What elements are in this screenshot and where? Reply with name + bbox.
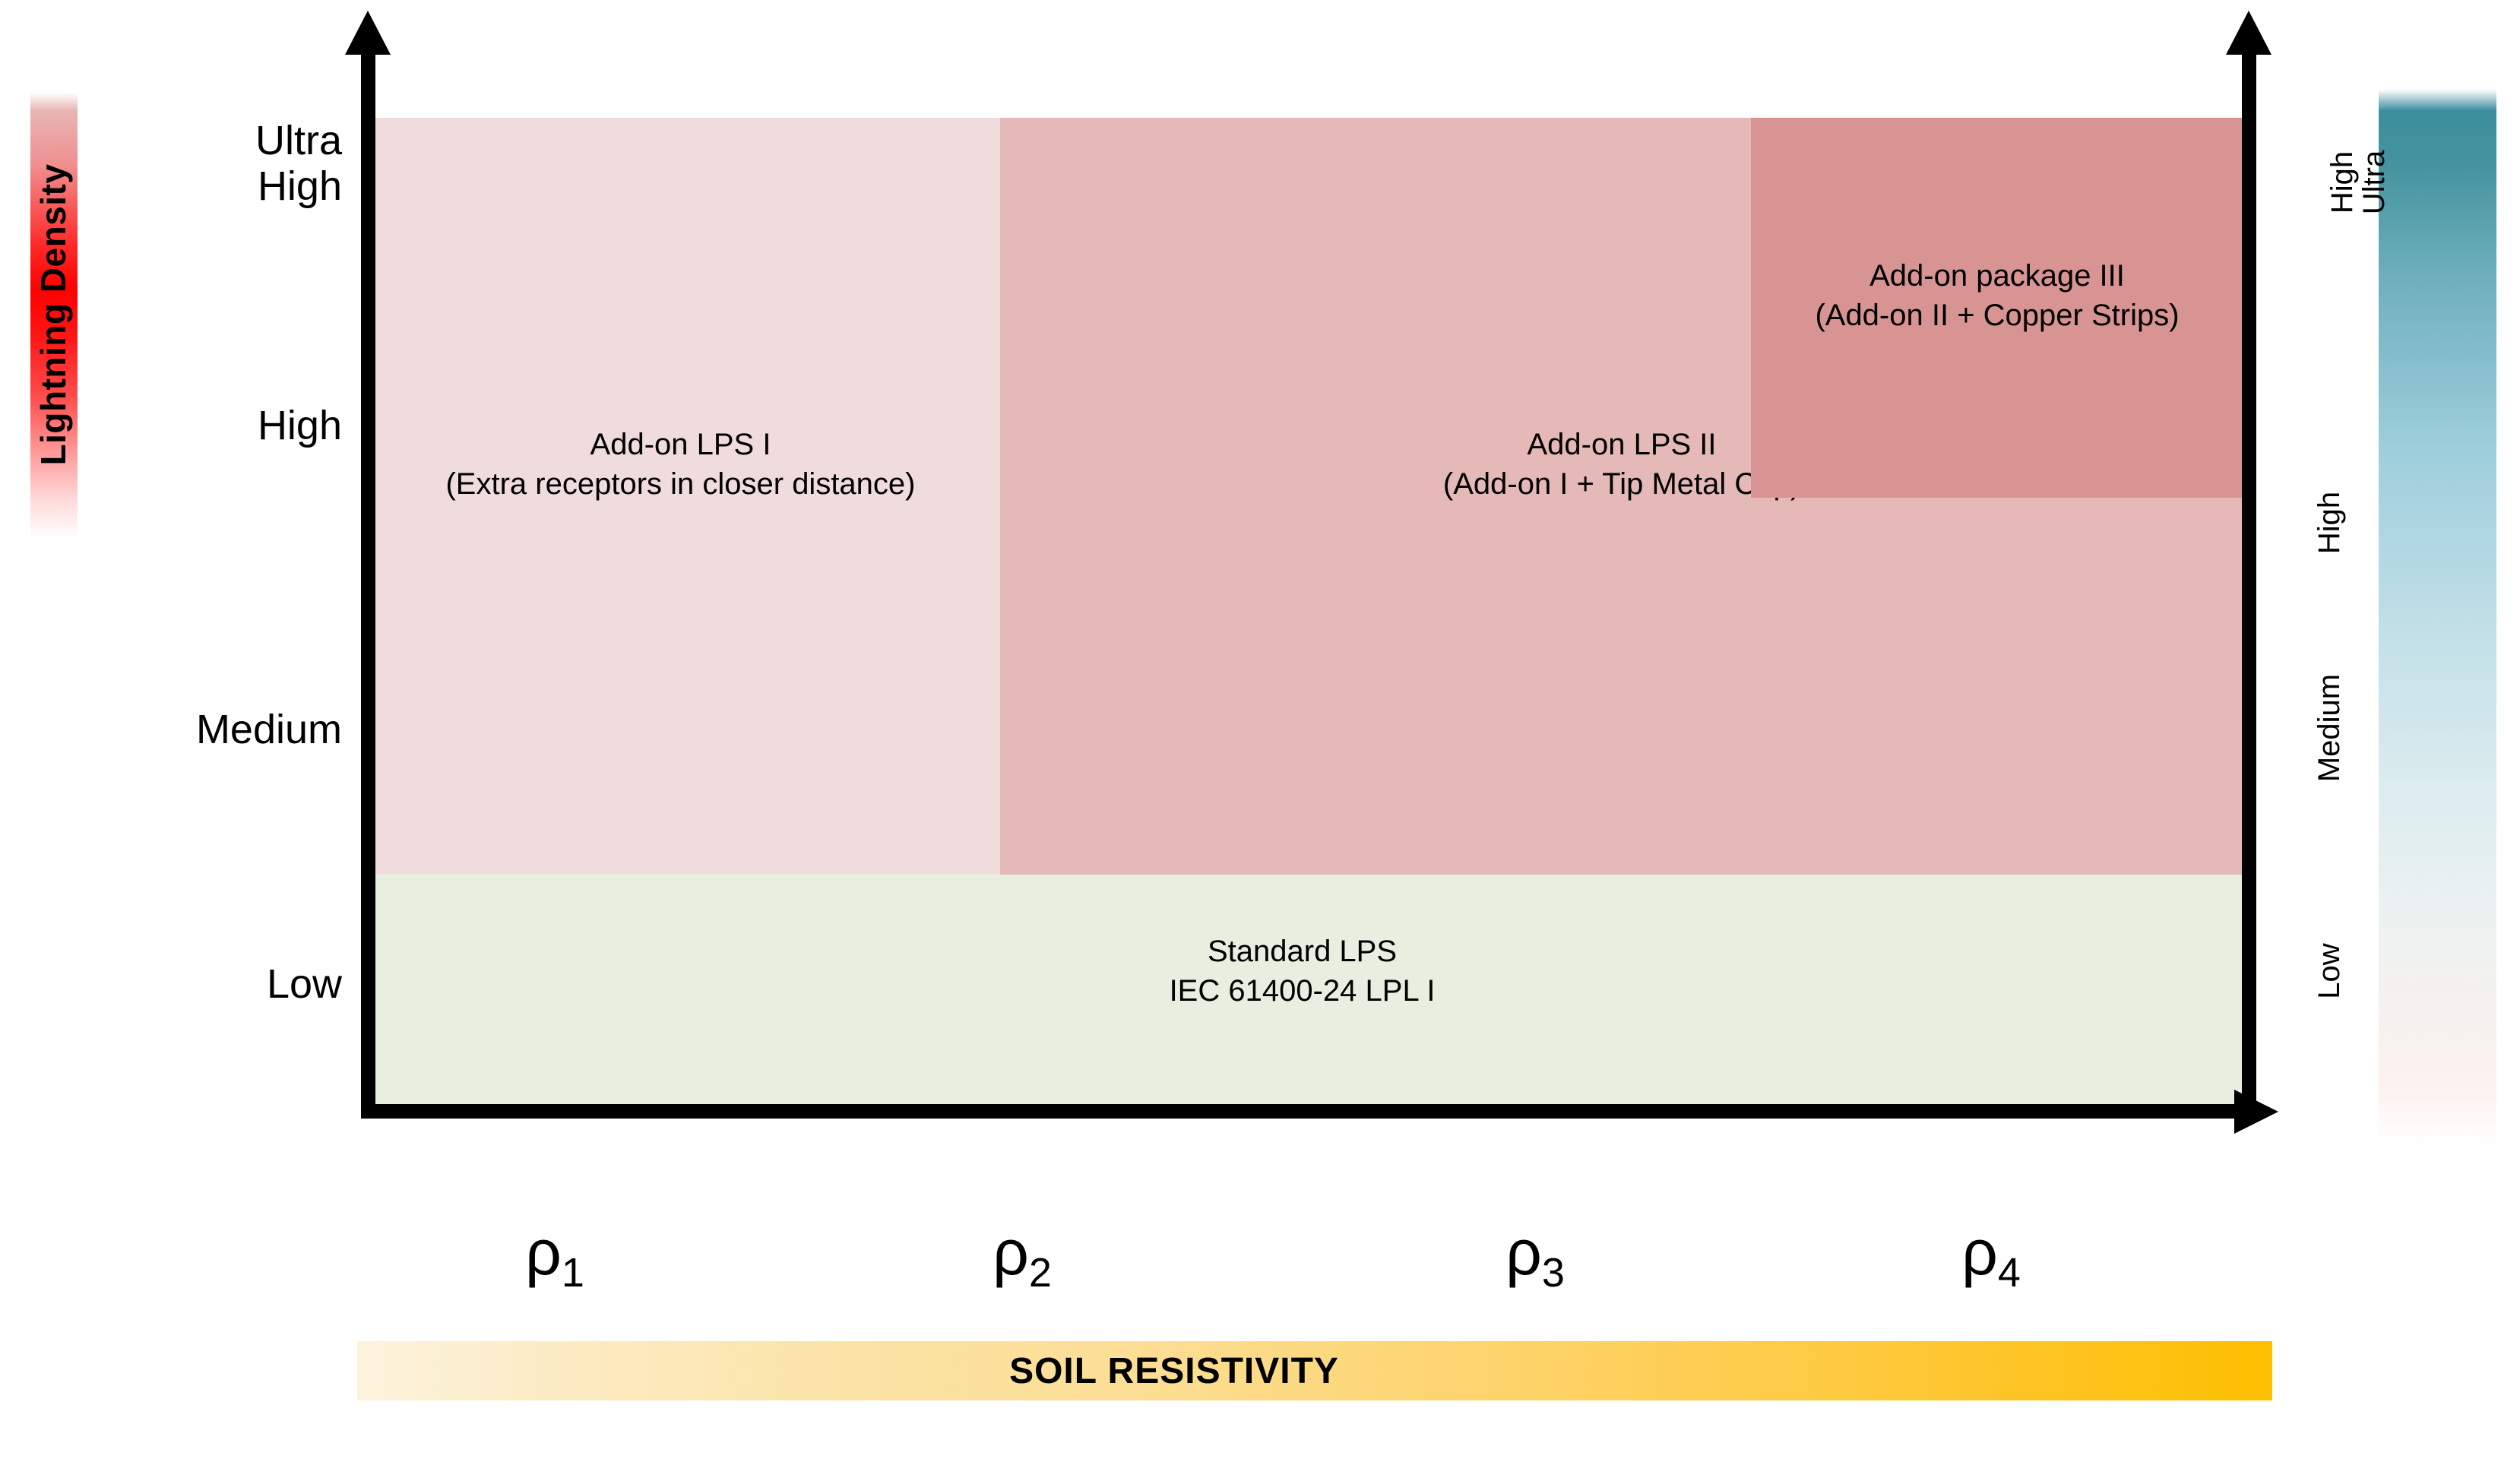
x-tick-rho4-sub: 4 [1997, 1250, 2021, 1296]
y-tick-left-ultra-high: Ultra High [255, 118, 342, 210]
zone-add-on-lps-1-line2: (Extra receptors in closer distance) [445, 467, 916, 501]
y-tick-right-ultra-high: Ultra High [2299, 87, 2391, 277]
x-axis-arrow-icon [2234, 1090, 2278, 1134]
y-tick-right-ultra-high-line1: Ultra [2357, 150, 2391, 215]
zone-add-on-package-3-line1: Add-on package III [1869, 259, 2125, 293]
zone-add-on-package-3-line2: (Add-on II + Copper Strips) [1815, 299, 2180, 332]
y-tick-left-high: High [257, 403, 342, 448]
x-tick-rho1-symbol: ρ [525, 1217, 562, 1288]
y-tick-left-medium: Medium [195, 707, 342, 752]
zone-add-on-lps-2-line2: (Add-on I + Tip Metal Cap) [1442, 467, 1801, 501]
y-tick-right-high: High [2313, 491, 2346, 555]
elevation-gradient-bar: Elevation [2379, 90, 2496, 1146]
y-tick-left-low: Low [266, 961, 342, 1007]
plot-area: Add-on LPS I (Extra receptors in closer … [361, 118, 2246, 1104]
y-tick-right-medium: Medium [2313, 673, 2346, 783]
zone-add-on-lps-2-text: Add-on LPS II (Add-on I + Tip Metal Cap) [1000, 425, 2243, 504]
x-tick-rho2: ρ2 [946, 1216, 1098, 1296]
x-tick-rho1: ρ1 [479, 1216, 631, 1296]
zone-standard-lps-line2: IEC 61400-24 LPL I [1169, 974, 1436, 1008]
y-axis-right-line [2242, 30, 2256, 1119]
y-axis-left-arrow-icon [345, 11, 391, 55]
soil-resistivity-axis-label: SOIL RESISTIVITY [1009, 1350, 1339, 1391]
zone-add-on-package-3-text: Add-on package III (Add-on II + Copper S… [1751, 256, 2243, 335]
zone-standard-lps-line1: Standard LPS [1207, 935, 1398, 968]
x-tick-rho3: ρ3 [1459, 1216, 1611, 1296]
lightning-density-gradient-bar: Lightning Density [30, 93, 78, 540]
zone-add-on-lps-1-text: Add-on LPS I (Extra receptors in closer … [361, 425, 1000, 504]
y-axis-right-arrow-icon [2226, 11, 2271, 55]
x-tick-rho4: ρ4 [1915, 1216, 2067, 1296]
y-axis-left-line [361, 30, 375, 1119]
zone-add-on-lps-1[interactable]: Add-on LPS I (Extra receptors in closer … [361, 118, 1000, 875]
x-tick-rho2-symbol: ρ [992, 1217, 1029, 1288]
x-tick-rho2-sub: 2 [1028, 1250, 1052, 1296]
zone-add-on-package-3[interactable]: Add-on package III (Add-on II + Copper S… [1751, 118, 2243, 498]
x-tick-rho3-sub: 3 [1541, 1250, 1565, 1296]
x-tick-rho4-symbol: ρ [1961, 1217, 1998, 1288]
x-tick-rho1-sub: 1 [561, 1250, 584, 1296]
lightning-density-axis-label: Lightning Density [33, 163, 73, 466]
soil-resistivity-gradient-bar: SOIL RESISTIVITY [357, 1341, 2272, 1400]
zone-add-on-lps-1-line1: Add-on LPS I [590, 428, 771, 461]
x-tick-rho3-symbol: ρ [1505, 1217, 1542, 1288]
y-tick-right-ultra-high-line2: High [2325, 150, 2359, 214]
x-axis-line [361, 1104, 2243, 1119]
zone-standard-lps[interactable]: Standard LPS IEC 61400-24 LPL I [361, 875, 2243, 1104]
zone-add-on-lps-2-line1: Add-on LPS II [1527, 428, 1717, 461]
y-tick-right-low: Low [2313, 943, 2346, 999]
zone-standard-lps-text: Standard LPS IEC 61400-24 LPL I [361, 932, 2243, 1011]
